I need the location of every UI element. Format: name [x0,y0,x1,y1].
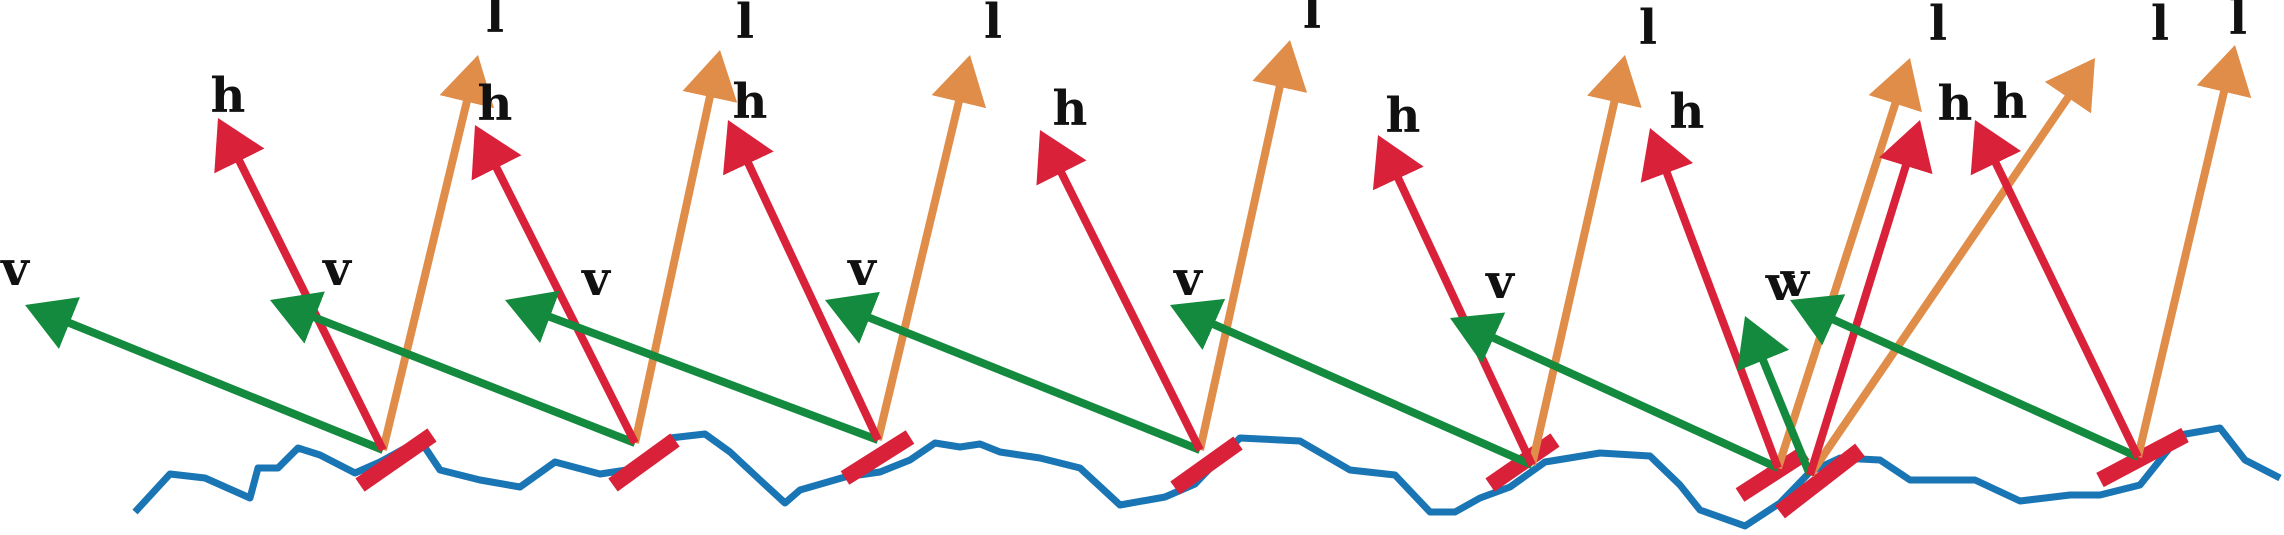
view-vector-arrow [1450,312,1780,472]
view-label: v [0,241,31,297]
view-vector-arrow [824,291,1202,454]
light-vector-arrow [1774,57,1922,470]
light-label: l [1303,0,1321,40]
half-vector-label: h [1993,74,2028,130]
microfacet-8: lhv [1780,0,2252,488]
light-label: l [2229,0,2247,46]
microfacet-6: lhv [1450,0,1947,502]
half-vector-label: h [478,76,513,132]
facet-pad [355,428,437,492]
half-vector-arrow [1970,120,2142,459]
facet-pad [2096,427,2189,488]
half-vector-arrow [471,125,639,445]
half-vector-label: h [1386,88,1421,144]
view-label: v [581,251,612,307]
microfacet-4: l h v [824,0,1321,495]
half-vector-label: h [1053,81,1088,137]
view-vector-arrow [269,291,637,447]
light-label: l [736,0,754,50]
facet-pad [608,433,680,492]
half-vector-label: h [733,74,768,130]
half-vector-arrow [1640,128,1782,470]
light-vector-arrow [1196,40,1308,451]
view-label: v [1485,254,1516,310]
view-vector-arrow [505,290,880,444]
microfacet-3: lhv [505,0,1002,485]
half-vector-arrow [1806,119,1933,477]
view-label: v [322,241,353,297]
view-label: v [847,241,878,297]
facet-pad [1775,443,1865,519]
half-vector-arrow [723,120,882,442]
view-vector-arrow [1169,298,1534,469]
view-label: v [1780,252,1811,308]
light-vector-arrow [379,55,494,451]
half-vector-arrow [214,118,387,452]
light-label: l [486,0,504,44]
light-vector-arrow [1806,57,2095,478]
light-vector-arrow [874,55,987,441]
light-vector-arrow [631,50,738,444]
microfacet-7: lhv [1737,0,2169,519]
light-vector-arrow [2134,45,2252,458]
light-label: l [1929,0,1947,52]
light-label: l [1639,0,1657,56]
view-vector-arrow [1737,316,1814,477]
half-vector-arrow [1036,130,1204,452]
half-vector-arrow [1372,134,1536,467]
facet-pad [1735,446,1810,502]
half-vector-label: h [1938,76,1973,132]
facet-pad [1170,436,1243,495]
light-label: l [2151,0,2169,52]
microfacet-1: l h v [0,0,504,492]
half-vector-label: h [1670,84,1705,140]
microfacet-2: lhv [269,0,754,492]
rough-surface-line [132,424,2282,530]
light-vector-arrow [1528,55,1642,466]
view-vector-arrow [24,297,385,454]
half-vector-label: h [211,68,246,124]
view-vector-arrow [1790,294,2140,461]
light-label: l [984,0,1002,50]
facet-pad [840,430,915,485]
view-label: v [1173,251,1204,307]
